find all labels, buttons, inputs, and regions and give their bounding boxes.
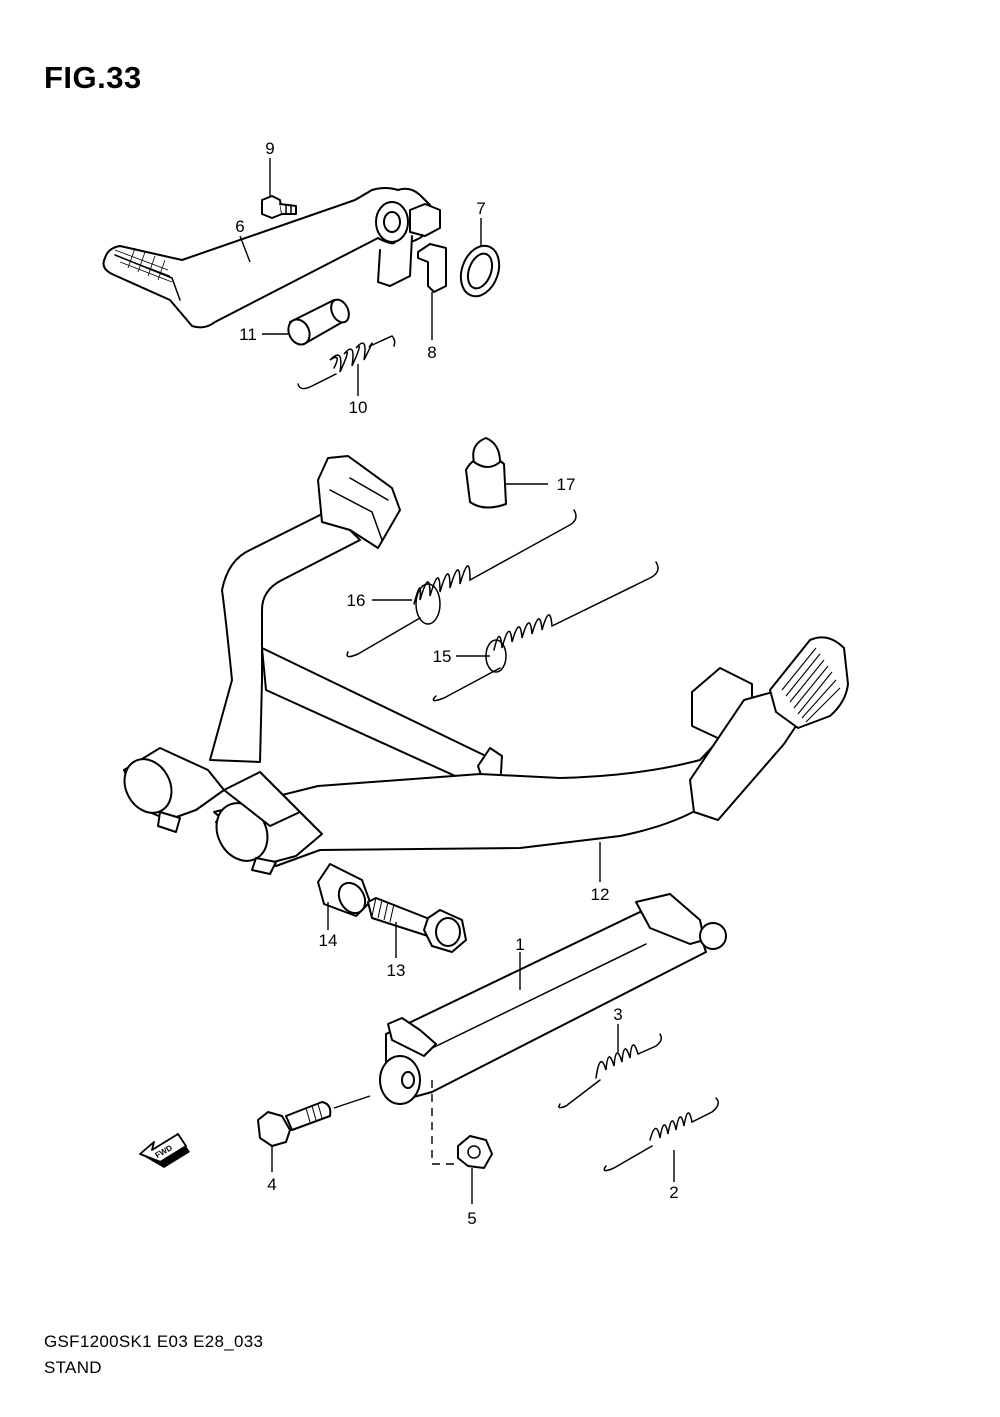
callout-5: 5: [467, 1209, 476, 1228]
callout-12: 12: [591, 885, 610, 904]
footrest-lever-part: [102, 187, 441, 329]
spring-2-part: [603, 1097, 719, 1182]
spring-16-part: [346, 509, 577, 658]
pivot-bolt-4-part: [257, 1095, 371, 1172]
bolt-13-part: [367, 897, 467, 958]
callout-15: 15: [433, 647, 452, 666]
section-name-label: STAND: [44, 1358, 102, 1377]
model-code-label: GSF1200SK1 E03 E28_033: [44, 1332, 264, 1351]
stopper-17-part: [465, 437, 548, 509]
callout-1: 1: [515, 935, 524, 954]
collar-14-part: [317, 863, 371, 930]
callout-10: 10: [349, 398, 368, 417]
callout-labels: 1 2 3 4 5 6 7 8 9 10 11 12 13 14 15 16 1…: [235, 139, 678, 1228]
bushing-11-part: [262, 298, 350, 346]
callout-14: 14: [319, 931, 338, 950]
callout-8: 8: [427, 343, 436, 362]
forward-direction-arrow-icon: FWD: [139, 1133, 190, 1168]
spring-10-part: [297, 335, 396, 396]
bolt-9-part: [261, 158, 297, 219]
spring-15-part: [432, 561, 659, 702]
center-stand-part: [123, 455, 849, 882]
callout-2: 2: [669, 1183, 678, 1202]
side-stand-part: [379, 893, 727, 1105]
spring-3-part: [558, 1024, 663, 1109]
callout-9: 9: [265, 139, 274, 158]
callout-3: 3: [613, 1005, 622, 1024]
figure-title: FIG.33: [44, 60, 142, 95]
callout-13: 13: [387, 961, 406, 980]
callout-4: 4: [267, 1175, 276, 1194]
callout-17: 17: [557, 475, 576, 494]
callout-11: 11: [239, 325, 257, 344]
callout-7: 7: [476, 199, 485, 218]
washer-7-part: [459, 218, 501, 298]
callout-16: 16: [347, 591, 366, 610]
nut-5-part: [431, 1080, 493, 1204]
clip-8-part: [417, 243, 447, 340]
callout-6: 6: [235, 217, 244, 236]
